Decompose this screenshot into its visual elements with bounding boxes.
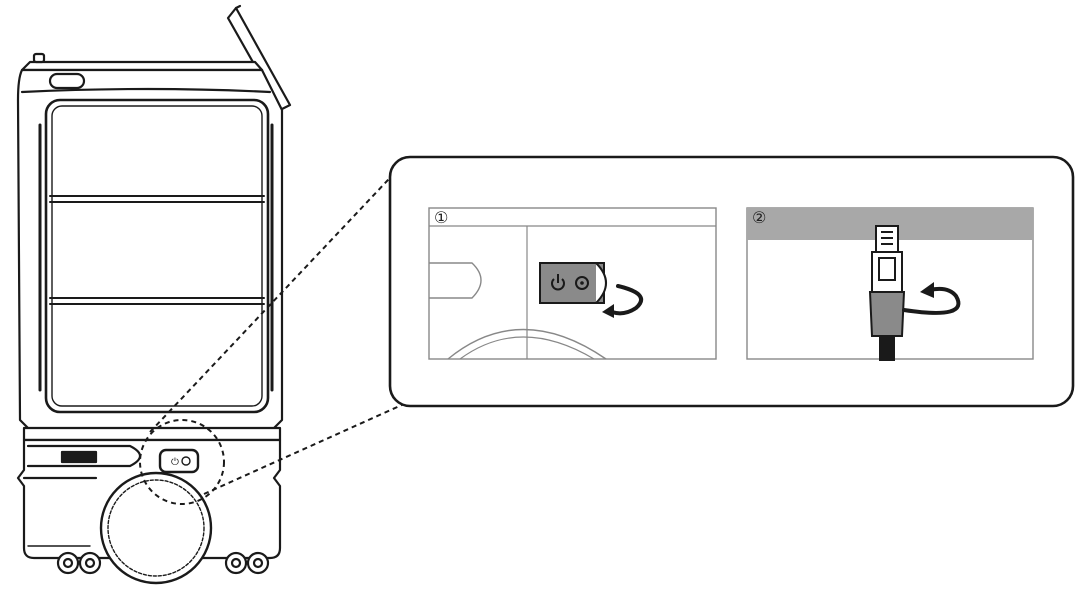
rotate-arrow-icon: [902, 282, 961, 315]
robot-shelf-2: [49, 297, 265, 305]
zoom-line-upper: [149, 162, 405, 433]
svg-text:⏻: ⏻: [171, 457, 179, 468]
step-2-panel: [746, 207, 1034, 361]
robot-tray-frame: [44, 98, 270, 414]
zoom-indicator: [139, 162, 405, 505]
robot-front-wheel: [99, 471, 213, 585]
step-1-panel: [428, 207, 717, 360]
robot-caster-right-1: [224, 551, 248, 575]
rotate-arrow-icon: [602, 284, 643, 318]
robot-illustration: ⏻: [16, 4, 292, 585]
power-icon: [551, 274, 565, 291]
robot-caster-left-2: [78, 551, 102, 575]
robot-caster-left-1: [56, 551, 80, 575]
robot-caster-right-2: [246, 551, 270, 575]
cable-connector-icon: [868, 225, 906, 361]
power-switch-closeup: [539, 262, 607, 304]
zoom-line-lower: [203, 403, 405, 495]
robot-top-cap: [20, 60, 264, 72]
robot-handle-slot: [48, 72, 86, 90]
step-2-number: ②: [752, 208, 767, 227]
step-1-number: ①: [434, 208, 449, 227]
robot-shelf-1: [49, 195, 265, 203]
robot-power-switch: [158, 448, 200, 474]
zoom-circle: [139, 419, 225, 505]
